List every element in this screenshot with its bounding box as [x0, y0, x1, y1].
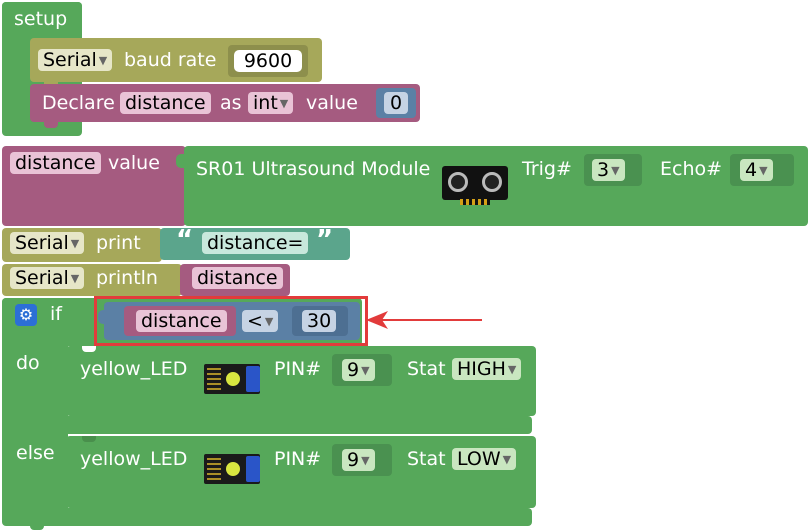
trig-dropdown[interactable]: 3▼	[592, 159, 625, 181]
open-quote-icon: “	[176, 225, 194, 255]
do-led-block[interactable]	[66, 346, 536, 416]
yellow-led-icon	[204, 454, 260, 484]
else-led-block[interactable]	[66, 436, 536, 508]
do-pin-dropdown[interactable]: 9▼	[342, 359, 375, 381]
else-stat-label: Stat	[407, 448, 446, 470]
chevron-down-icon: ▼	[502, 453, 512, 466]
print-port-dropdown[interactable]: Serial▼	[10, 232, 85, 254]
chevron-down-icon: ▼	[98, 54, 108, 67]
chevron-down-icon: ▼	[361, 364, 370, 377]
println-port-dropdown[interactable]: Serial▼	[10, 267, 85, 289]
setup-label: setup	[14, 8, 68, 30]
condition-value-input[interactable]: 30	[302, 310, 337, 332]
assign-var-field[interactable]: distance	[10, 152, 101, 174]
echo-dropdown[interactable]: 4▼	[740, 159, 773, 181]
do-stat-dropdown[interactable]: HIGH▼	[452, 358, 522, 380]
do-stat-label: Stat	[407, 358, 446, 380]
do-label: do	[16, 352, 40, 374]
else-pin-dropdown[interactable]: 9▼	[342, 449, 375, 471]
declare-label: Declare	[42, 92, 115, 114]
do-led-name: yellow_LED	[80, 358, 188, 380]
else-pin-label: PIN#	[274, 448, 322, 470]
chevron-down-icon: ▼	[264, 315, 274, 328]
close-quote-icon: ”	[316, 225, 334, 255]
else-label: else	[16, 442, 55, 464]
baud-rate-input[interactable]: 9600	[234, 50, 302, 72]
arrow-head-icon	[366, 311, 388, 329]
chevron-down-icon: ▼	[70, 272, 80, 285]
baud-rate-label: baud rate	[124, 49, 217, 71]
println-label: println	[96, 267, 158, 289]
highlight-box	[94, 296, 368, 346]
echo-label: Echo#	[660, 158, 723, 180]
println-var-field[interactable]: distance	[192, 267, 283, 289]
chevron-down-icon: ▼	[70, 237, 80, 250]
gear-icon[interactable]: ⚙	[15, 304, 37, 326]
serial-port-dropdown[interactable]: Serial▼	[38, 49, 113, 71]
trig-label: Trig#	[522, 158, 572, 180]
chevron-down-icon: ▼	[507, 363, 517, 376]
arrow-icon	[378, 319, 482, 321]
chevron-down-icon: ▼	[361, 454, 370, 467]
do-pin-label: PIN#	[274, 358, 322, 380]
as-label: as	[220, 92, 242, 114]
print-label: print	[96, 232, 141, 254]
chevron-down-icon: ▼	[759, 164, 768, 177]
yellow-led-icon	[204, 364, 260, 394]
assign-value-label: value	[108, 152, 160, 174]
declare-var-field[interactable]: distance	[120, 92, 211, 114]
declare-block[interactable]	[30, 84, 420, 122]
print-text-input[interactable]: distance=	[202, 232, 309, 254]
operator-dropdown[interactable]: <▼	[242, 310, 279, 332]
value-label: value	[306, 92, 358, 114]
else-stat-dropdown[interactable]: LOW▼	[452, 448, 517, 470]
if-label: if	[50, 303, 62, 325]
ultrasound-sensor-icon	[442, 166, 508, 205]
else-led-name: yellow_LED	[80, 448, 188, 470]
chevron-down-icon: ▼	[279, 97, 289, 110]
type-dropdown[interactable]: int▼	[248, 92, 294, 114]
condition-var-field[interactable]: distance	[136, 310, 227, 332]
module-label: SR01 Ultrasound Module	[196, 158, 431, 180]
declare-value-input[interactable]: 0	[384, 92, 408, 114]
chevron-down-icon: ▼	[611, 164, 620, 177]
